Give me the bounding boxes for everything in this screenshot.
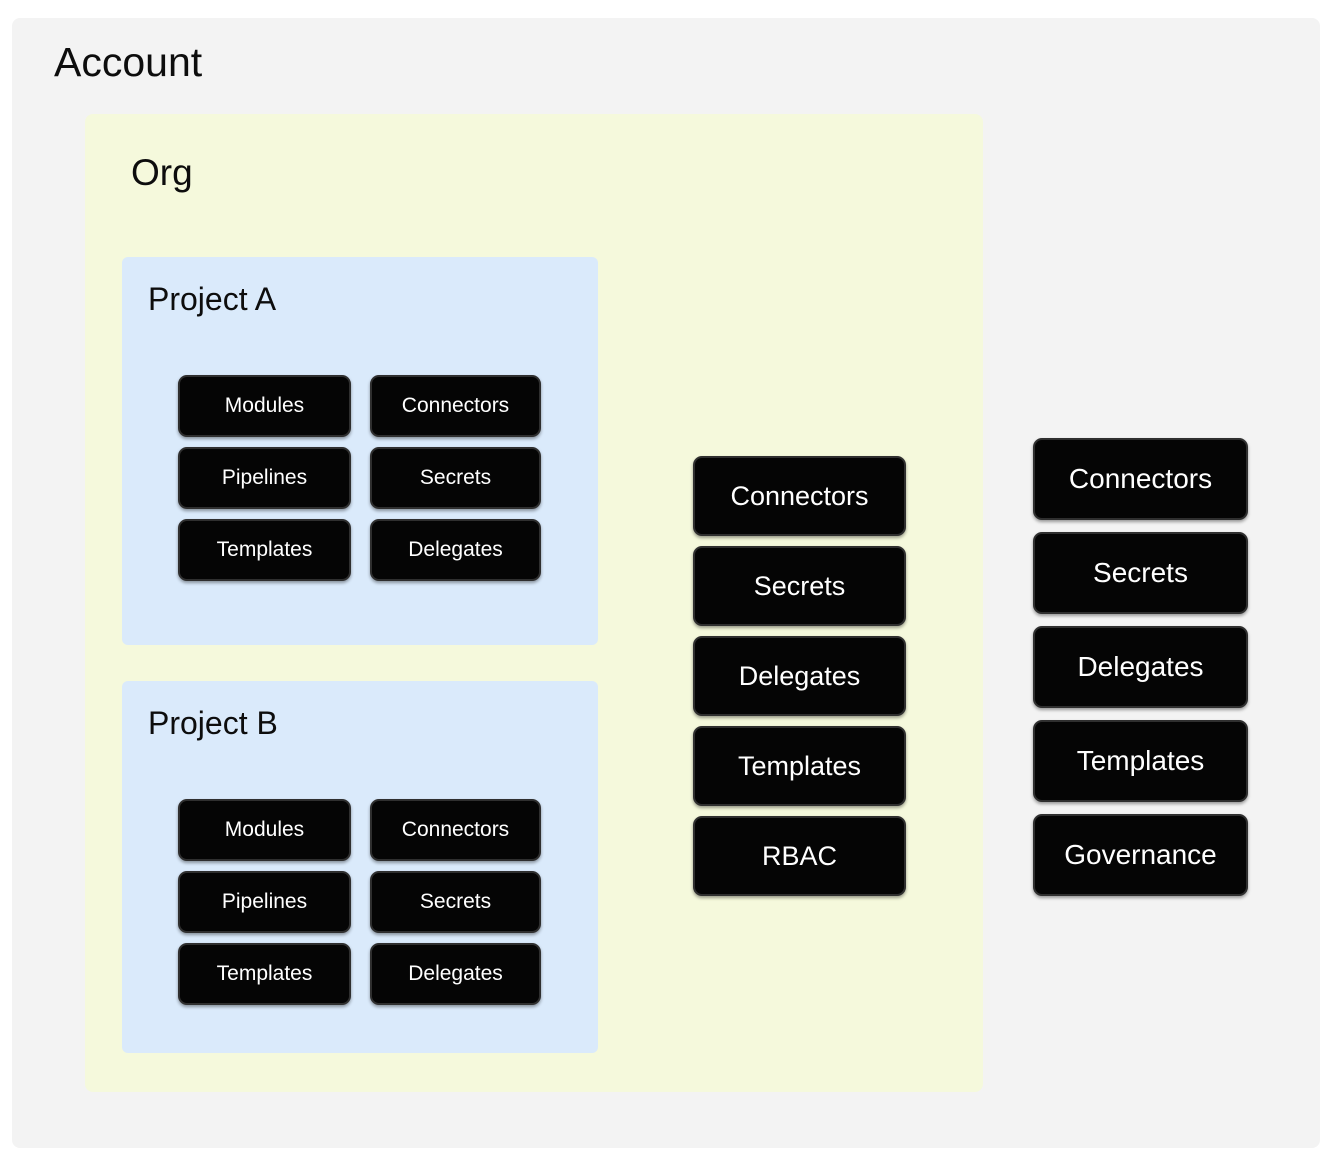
node-modules[interactable]: Modules bbox=[178, 375, 351, 437]
org-level-node-column: Connectors Secrets Delegates Templates R… bbox=[693, 456, 906, 896]
node-templates[interactable]: Templates bbox=[178, 943, 351, 1005]
org-scope-title: Org bbox=[131, 152, 193, 193]
project-b-scope: Project B Modules Connectors Pipelines S… bbox=[122, 681, 598, 1053]
node-connectors[interactable]: Connectors bbox=[693, 456, 906, 536]
node-templates[interactable]: Templates bbox=[1033, 720, 1248, 802]
node-templates[interactable]: Templates bbox=[178, 519, 351, 581]
node-connectors[interactable]: Connectors bbox=[370, 375, 541, 437]
node-connectors[interactable]: Connectors bbox=[1033, 438, 1248, 520]
node-rbac[interactable]: RBAC bbox=[693, 816, 906, 896]
project-a-scope: Project A Modules Connectors Pipelines S… bbox=[122, 257, 598, 645]
node-delegates[interactable]: Delegates bbox=[693, 636, 906, 716]
node-secrets[interactable]: Secrets bbox=[693, 546, 906, 626]
project-b-title: Project B bbox=[148, 705, 278, 741]
node-delegates[interactable]: Delegates bbox=[370, 519, 541, 581]
node-pipelines[interactable]: Pipelines bbox=[178, 871, 351, 933]
node-secrets[interactable]: Secrets bbox=[1033, 532, 1248, 614]
node-governance[interactable]: Governance bbox=[1033, 814, 1248, 896]
node-delegates[interactable]: Delegates bbox=[370, 943, 541, 1005]
account-scope: Account Org Project A Modules Connectors… bbox=[12, 18, 1320, 1148]
node-connectors[interactable]: Connectors bbox=[370, 799, 541, 861]
node-delegates[interactable]: Delegates bbox=[1033, 626, 1248, 708]
account-scope-title: Account bbox=[54, 39, 203, 85]
project-a-title: Project A bbox=[148, 281, 277, 317]
node-templates[interactable]: Templates bbox=[693, 726, 906, 806]
org-scope: Org Project A Modules Connectors Pipelin… bbox=[85, 114, 983, 1092]
node-pipelines[interactable]: Pipelines bbox=[178, 447, 351, 509]
account-level-node-column: Connectors Secrets Delegates Templates G… bbox=[1033, 438, 1248, 896]
node-secrets[interactable]: Secrets bbox=[370, 447, 541, 509]
project-a-node-grid: Modules Connectors Pipelines Secrets Tem… bbox=[178, 375, 541, 581]
node-secrets[interactable]: Secrets bbox=[370, 871, 541, 933]
project-b-node-grid: Modules Connectors Pipelines Secrets Tem… bbox=[178, 799, 541, 1005]
node-modules[interactable]: Modules bbox=[178, 799, 351, 861]
